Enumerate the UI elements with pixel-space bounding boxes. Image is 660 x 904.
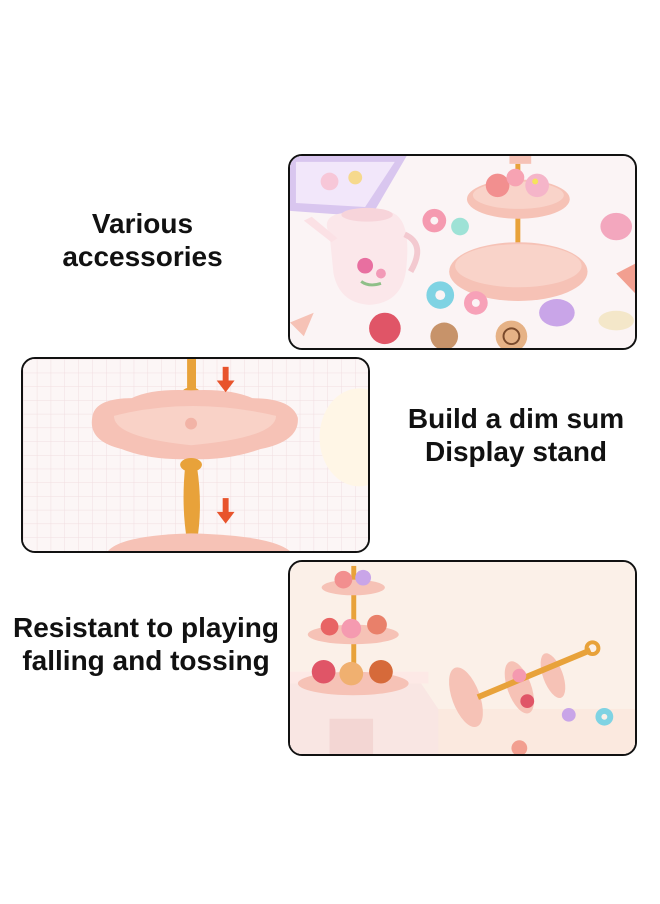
caption-resistant-to-falling: Resistant to playing falling and tossing bbox=[8, 611, 284, 677]
caption-line: Resistant to playing bbox=[12, 612, 280, 643]
accessories-photo bbox=[288, 154, 637, 350]
stand-assembly-photo bbox=[21, 357, 370, 553]
caption-line: Display stand bbox=[424, 436, 608, 467]
durability-photo bbox=[288, 560, 637, 756]
caption-line: Build a dim sum bbox=[407, 403, 625, 434]
caption-line: accessories bbox=[62, 241, 223, 272]
caption-line: falling and tossing bbox=[22, 645, 270, 676]
caption-build-display-stand: Build a dim sum Display stand bbox=[384, 402, 648, 468]
caption-line: Various bbox=[91, 208, 194, 239]
caption-various-accessories: Various accessories bbox=[40, 207, 245, 273]
